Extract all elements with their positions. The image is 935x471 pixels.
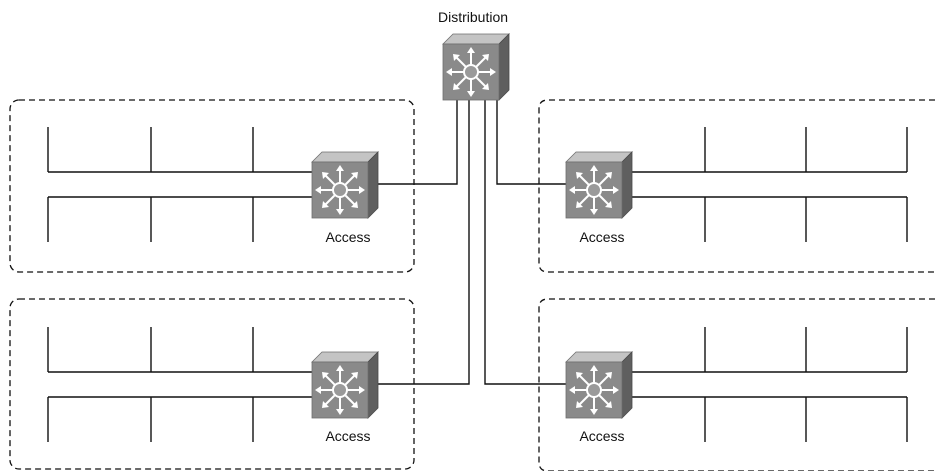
access-group-box-bottom-right xyxy=(538,298,935,471)
uplink-bottom-left xyxy=(376,100,470,385)
uplink-top-right xyxy=(496,100,566,185)
access-label-bottom-left: Access xyxy=(325,428,370,444)
access-switch-icon-top-left xyxy=(311,151,379,219)
bus-segments-bottom-right xyxy=(628,327,908,442)
access-group-box-top-right xyxy=(538,99,935,273)
bus-segments-bottom-left xyxy=(47,327,312,442)
access-label-top-right: Access xyxy=(579,229,624,245)
access-switch-icon-bottom-right xyxy=(565,351,633,419)
access-label-bottom-right: Access xyxy=(579,428,624,444)
distribution-switch-icon xyxy=(442,33,510,101)
access-switch-icon-bottom-left xyxy=(311,351,379,419)
access-label-top-left: Access xyxy=(325,229,370,245)
access-group-box-bottom-left xyxy=(9,298,415,470)
access-switch-icon-top-right xyxy=(565,151,633,219)
uplink-top-left xyxy=(376,100,458,185)
uplink-bottom-right xyxy=(484,100,566,385)
distribution-label: Distribution xyxy=(438,9,508,25)
access-group-box-top-left xyxy=(9,99,415,273)
bus-segments-top-left xyxy=(47,127,312,242)
bus-segments-top-right xyxy=(628,127,908,242)
